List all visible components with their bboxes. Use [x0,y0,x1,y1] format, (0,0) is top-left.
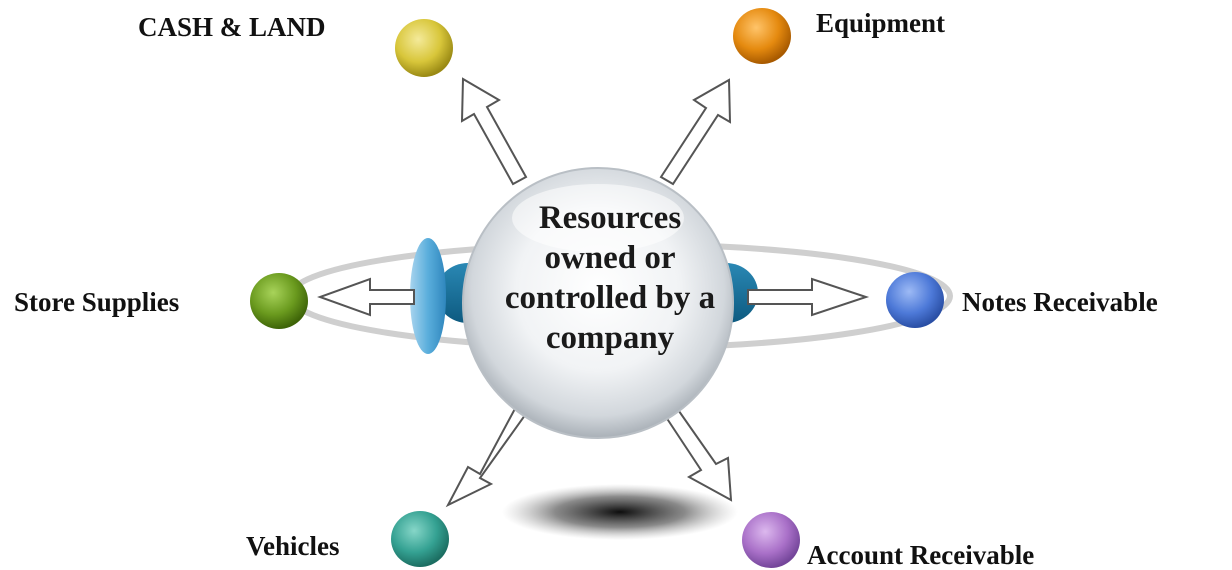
arrow-cash-land [460,77,528,186]
center-sphere-highlight [512,184,684,252]
center-title-line: company [545,320,675,356]
node-ball-equipment [733,8,791,64]
arrow-store-supplies [317,277,415,317]
center-title: Resources owned or controlled by a compa… [490,198,730,358]
label-notes-receivable: Notes Receivable [962,287,1158,317]
arrow-notes-receivable [747,277,870,317]
node-ball-notes-receivable [886,272,944,328]
label-vehicles: Vehicles [246,531,340,561]
center-title-line: Resources [538,200,682,236]
node-ball-cash-land [395,19,453,77]
label-equipment: Equipment [816,8,946,38]
center-title-line: controlled by a [504,280,716,316]
label-cash-land: CASH & LAND [138,12,326,42]
label-account-receivable: Account Receivable [807,540,1035,570]
label-store-supplies: Store Supplies [14,287,180,317]
node-ball-store-supplies [250,273,308,329]
left-blue-disc [410,238,446,354]
arrow-account-receivable [660,402,733,502]
node-ball-account-receivable [742,512,800,568]
arrow-equipment [659,78,732,186]
arrows [317,77,870,508]
ground-shadow [502,484,738,540]
node-ball-vehicles [391,511,449,567]
arrow-vehicles [445,403,530,508]
center-title-line: owned or [544,240,676,276]
